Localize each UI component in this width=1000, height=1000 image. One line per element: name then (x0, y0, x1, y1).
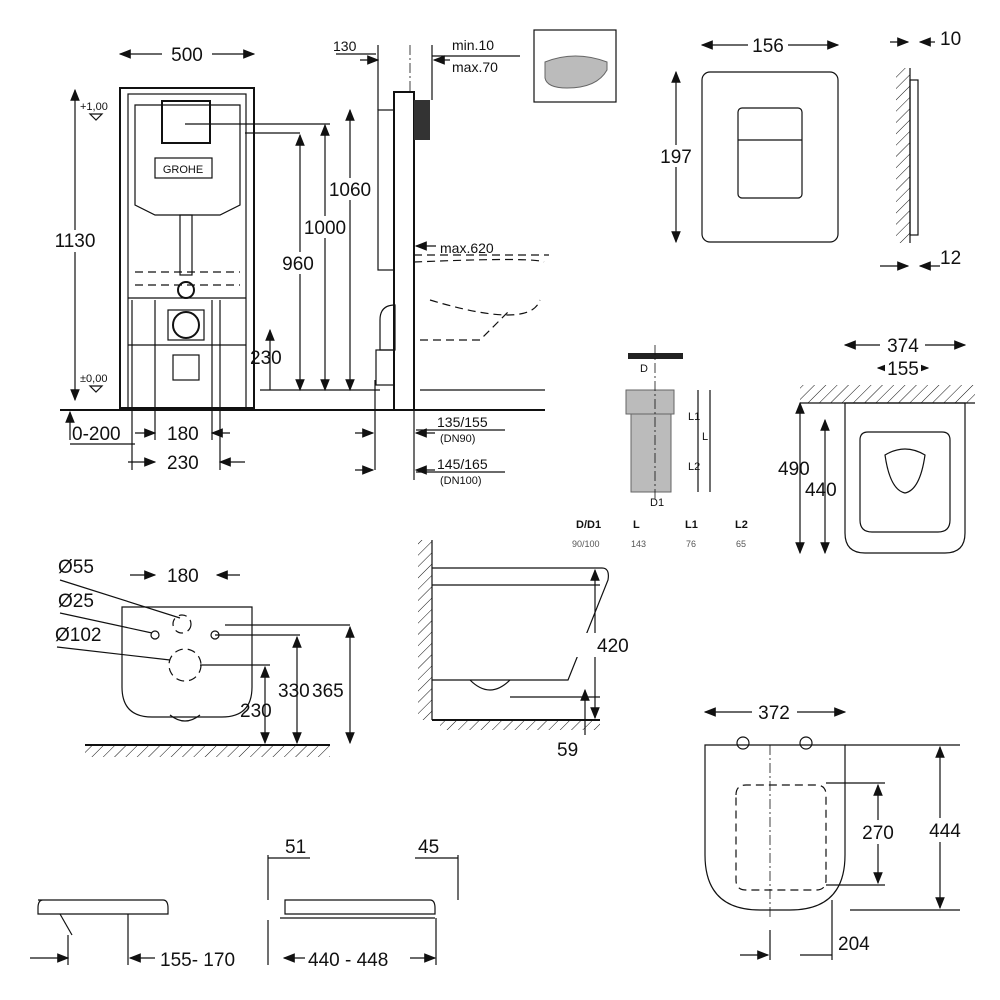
dim-180-bowl: 180 (167, 566, 199, 587)
table-cell: 65 (736, 539, 746, 549)
min-10-label: min.10 (452, 37, 494, 53)
bowl-height: 420 (597, 636, 629, 657)
bowl-inner-length: 440 (805, 480, 837, 501)
seat-fixing-range: 155- 170 (160, 950, 235, 971)
plate-depth-bottom: 12 (940, 248, 961, 269)
dim-230-frame: 230 (167, 453, 199, 474)
seat-side-views: 155- 170 51 45 440 - 448 (30, 837, 459, 971)
dim-960: 960 (282, 254, 314, 275)
level-zero-label: ±0,00 (80, 373, 107, 385)
dim-330: 330 (278, 681, 310, 702)
flush-plate-view: 156 197 10 12 (655, 29, 961, 271)
table-cell: 90/100 (572, 539, 600, 549)
pipe-dimension-table: D/D1 L L1 L2 90/100 143 76 65 (572, 519, 748, 549)
seat-width: 372 (758, 703, 790, 724)
grohe-logo: GROHE (163, 164, 203, 176)
bowl-top-view: 374 155 490 440 (778, 334, 975, 555)
product-thumbnail (533, 29, 617, 103)
frame-width-label: 500 (171, 45, 203, 66)
dim-1060: 1060 (329, 180, 371, 201)
bowl-side-view: 420 59 (418, 540, 629, 761)
table-cell: 76 (686, 539, 696, 549)
frame-front-view: GROHE 500 1130 +1,00 ±0,00 960 1000 1060 (55, 44, 400, 474)
dim-180-frame: 180 (167, 424, 199, 445)
dim-230-height: 230 (250, 348, 282, 369)
table-cell: 143 (631, 539, 646, 549)
bowl-length: 490 (778, 459, 810, 480)
seat-length: 444 (929, 821, 961, 842)
level-top-label: +1,00 (80, 101, 108, 113)
frame-side-view: 130 min.10 max.70 max.620 135/155 (DN90)… (333, 37, 549, 487)
frame-height-label: 1130 (55, 231, 96, 252)
seat-thickness-51: 51 (285, 837, 306, 858)
dim-0-200: 0-200 (72, 424, 121, 445)
table-header: L2 (735, 519, 748, 531)
seat-length-range: 440 - 448 (308, 950, 388, 971)
plate-height: 197 (660, 147, 692, 168)
seat-top-view: 372 444 270 204 (703, 700, 972, 960)
dn100-value: 145/165 (437, 456, 488, 472)
drain-pipe-view: D D1 L1 L2 L D/D1 L L1 L2 90/100 143 76 … (572, 345, 748, 549)
dn90-label: (DN90) (440, 433, 475, 445)
dim-d25: Ø25 (58, 591, 94, 612)
table-header: D/D1 (576, 519, 601, 531)
table-header: L1 (685, 519, 698, 531)
dim-230-bowl: 230 (240, 701, 272, 722)
dim-130: 130 (333, 38, 357, 54)
pipe-label-l2: L2 (688, 461, 700, 473)
dim-365: 365 (312, 681, 344, 702)
max-70-label: max.70 (452, 59, 498, 75)
pipe-label-l1: L1 (688, 411, 700, 423)
pipe-label-d1: D1 (650, 497, 664, 509)
bowl-front-view: Ø55 Ø25 Ø102 180 365 330 230 (55, 557, 355, 757)
dim-1000: 1000 (304, 218, 346, 239)
seat-inner-length: 270 (862, 823, 894, 844)
bowl-width: 374 (887, 336, 919, 357)
table-header: L (633, 519, 640, 531)
seat-offset: 204 (838, 934, 870, 955)
bowl-clearance: 59 (557, 740, 578, 761)
dim-d55: Ø55 (58, 557, 94, 578)
seat-thickness-45: 45 (418, 837, 439, 858)
max-620-label: max.620 (440, 240, 494, 256)
plate-depth-top: 10 (940, 29, 961, 50)
pipe-label-l: L (702, 431, 708, 443)
dn90-value: 135/155 (437, 414, 488, 430)
dim-d102: Ø102 (55, 625, 101, 646)
bowl-bolt-spacing: 155 (887, 359, 919, 380)
dn100-label: (DN100) (440, 475, 482, 487)
plate-width: 156 (752, 36, 784, 57)
pipe-label-d: D (640, 363, 648, 375)
